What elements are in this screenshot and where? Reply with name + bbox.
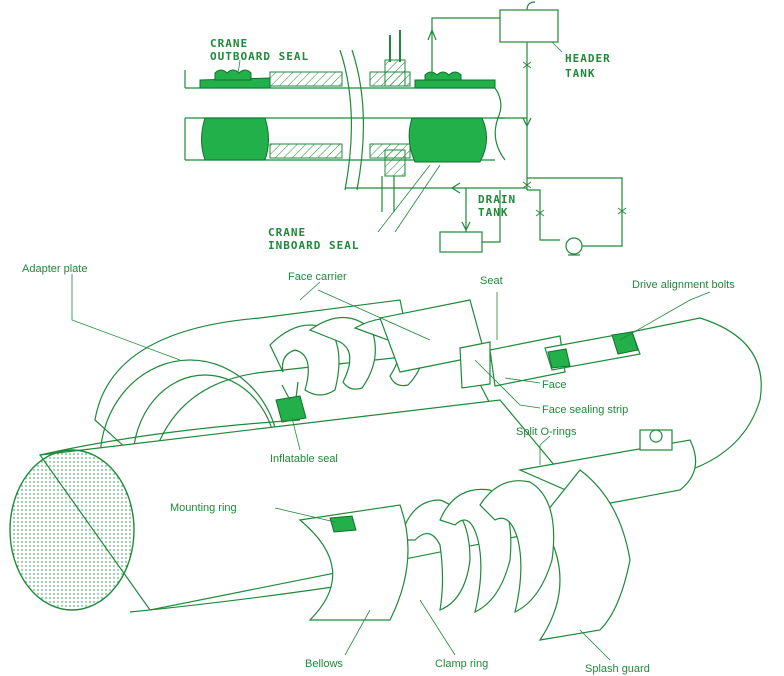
split-o-rings-label: Split O-rings [516,426,577,438]
mounting-ring-label: Mounting ring [170,502,237,514]
inflatable-seal-label: Inflatable seal [270,453,338,465]
shaft-section [184,30,506,212]
inflatable-seal [275,395,307,423]
mounting-ring [298,504,409,621]
drive-alignment-bolts-label: Drive alignment bolts [632,279,735,291]
header-tank [499,9,559,43]
inboard-seal-label-2: INBOARD SEAL [268,239,359,252]
seal-schematic: CRANE OUTBOARD SEAL CRANE INBOARD SEAL H… [184,1,627,256]
splash-guard [538,469,631,641]
header-tank-label-2: TANK [565,67,596,80]
outboard-seal-graphic [199,69,271,161]
drain-tank-label-2: TANK [478,206,509,219]
inboard-seal-graphic [408,71,496,163]
bellows-label: Bellows [305,658,343,670]
inboard-seal-label-1: CRANE [268,226,306,239]
face-carrier-label: Face carrier [288,271,347,283]
seat-label: Seat [480,275,503,287]
face-sealing-strip-label: Face sealing strip [542,404,628,416]
outboard-seal-label-2: OUTBOARD SEAL [210,50,309,63]
splash-guard-label: Splash guard [585,663,650,675]
outboard-seal-label-1: CRANE [210,37,248,50]
seal-assembly: Adapter plate Face carrier Seat Drive al… [9,263,762,675]
shaft-end-face [9,449,135,611]
header-tank-label-1: HEADER [565,52,611,65]
header-tank-piping [345,1,627,256]
adapter-plate-label: Adapter plate [22,263,87,275]
drain-tank-label-1: DRAIN [478,193,516,206]
bellows [399,499,471,611]
drain-tank [439,231,483,253]
clamp-ring-label: Clamp ring [435,658,488,670]
face-label: Face [542,379,566,391]
split-o-rings [517,439,697,506]
pump-symbol [565,237,583,255]
